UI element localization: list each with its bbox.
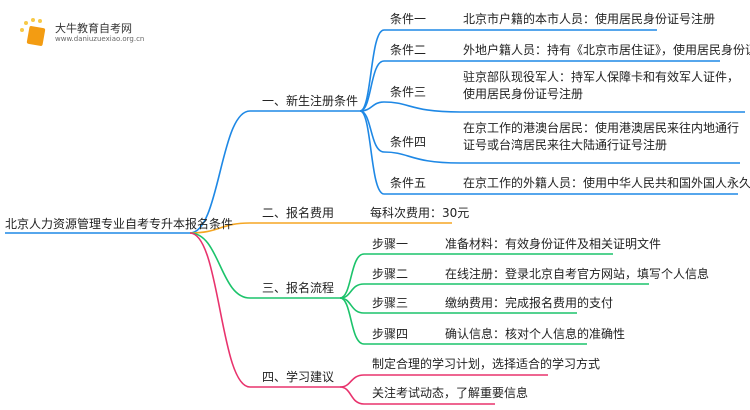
condition-label: 条件四	[390, 135, 427, 149]
step-desc: 缴纳费用：完成报名费用的支付	[445, 296, 614, 310]
logo-url: www.daniuzuexiao.org.cn	[55, 35, 145, 43]
condition-label: 条件一	[390, 12, 427, 26]
condition-desc: 外地户籍人员：持有《北京市居住证》，使用居民身份证号注册	[463, 43, 750, 57]
condition-label: 条件二	[390, 43, 427, 57]
condition-desc: 北京市户籍的本市人员：使用居民身份证号注册	[463, 12, 716, 26]
step-desc: 准备材料：有效身份证件及相关证明文件	[445, 237, 662, 251]
step-desc: 在线注册：登录北京自考官方网站，填写个人信息	[445, 267, 710, 281]
step-label: 步骤三	[372, 296, 409, 310]
advice-item: 制定合理的学习计划，选择适合的学习方式	[372, 357, 601, 371]
root-topic: 北京人力资源管理专业自考专升本报名条件	[5, 217, 234, 231]
step-desc: 确认信息：核对个人信息的准确性	[445, 327, 626, 341]
book-logo-icon	[18, 18, 52, 52]
branch-process: 三、报名流程	[262, 281, 335, 295]
condition-desc: 在京工作的外籍人员：使用中华人民共和国外国人永久居留证号注册	[463, 176, 750, 190]
step-label: 步骤二	[372, 267, 409, 281]
branch-1-connector	[189, 110, 360, 234]
branch-fees: 二、报名费用	[262, 206, 335, 220]
logo-title: 大牛教育自考网	[55, 22, 132, 35]
condition-desc: 在京工作的港澳台居民：使用港澳居民来往内地通行证号或台湾居民来往大陆通行证号注册	[463, 121, 740, 152]
branch-3-connector	[189, 232, 340, 299]
condition-desc: 驻京部队现役军人：持军人保障卡和有效军人证件，使用居民身份证号注册	[463, 70, 740, 101]
condition-label: 条件三	[390, 85, 427, 99]
fee-desc: 每科次费用：30元	[370, 206, 470, 220]
step-label: 步骤一	[372, 237, 409, 251]
condition-label: 条件五	[390, 176, 427, 190]
branch-study-advice: 四、学习建议	[262, 370, 335, 384]
advice-item: 关注考试动态，了解重要信息	[372, 386, 529, 400]
branch-registration-conditions: 一、新生注册条件	[262, 94, 359, 108]
branch-2-connector	[189, 222, 452, 234]
branch-4-connector	[189, 232, 340, 388]
step-label: 步骤四	[372, 327, 409, 341]
